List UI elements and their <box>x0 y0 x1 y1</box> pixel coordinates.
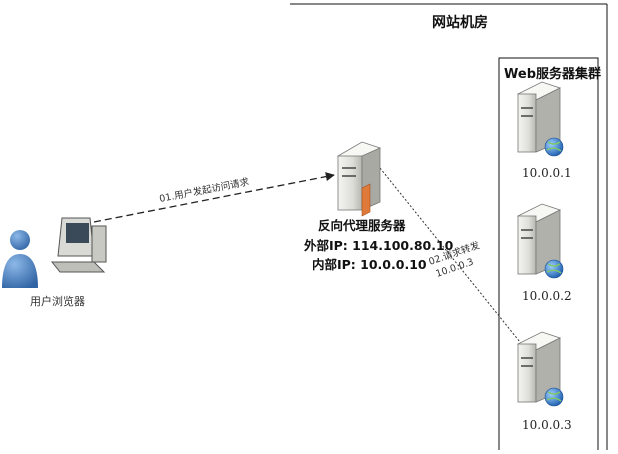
web-server-icon-1 <box>516 81 564 157</box>
forward-edge <box>379 167 529 353</box>
computer-icon <box>50 217 107 273</box>
server-ip-3: 10.0.0.3 <box>522 418 572 432</box>
room-title: 网站机房 <box>432 15 488 31</box>
request-edge <box>93 172 335 223</box>
room-border <box>290 3 608 450</box>
server-ip-2: 10.0.0.2 <box>522 289 572 303</box>
proxy-server-icon <box>337 141 381 217</box>
server-ip-1: 10.0.0.1 <box>522 166 572 180</box>
proxy-external-ip: 外部IP: 114.100.80.10 <box>304 238 454 253</box>
web-server-icon-2 <box>516 203 564 279</box>
user-label: 用户浏览器 <box>30 295 85 308</box>
cluster-border <box>498 57 599 454</box>
user-person-icon <box>2 230 38 288</box>
proxy-internal-ip: 内部IP: 10.0.0.10 <box>312 257 427 272</box>
proxy-name: 反向代理服务器 <box>318 218 406 233</box>
web-server-icon-3 <box>516 331 564 407</box>
cluster-title: Web服务器集群 <box>504 67 601 82</box>
